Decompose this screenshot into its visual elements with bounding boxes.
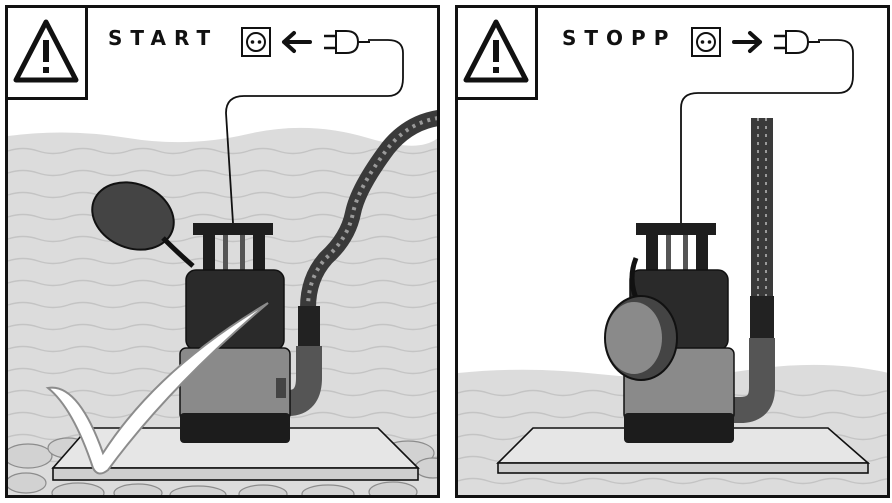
start-power-indicator (240, 26, 380, 60)
power-plug-icon (774, 31, 820, 53)
warning-triangle-icon (8, 8, 85, 97)
hose (730, 118, 774, 410)
warning-box (458, 8, 538, 100)
power-socket-icon (242, 28, 270, 56)
start-panel: START (5, 5, 440, 498)
stop-label: STOPP (562, 26, 676, 50)
warning-triangle-icon (458, 8, 535, 97)
arrow-right-icon (734, 33, 760, 51)
stop-panel: STOPP (455, 5, 890, 498)
stop-power-indicator (690, 26, 830, 60)
arrow-left-icon (284, 33, 310, 51)
power-socket-icon (692, 28, 720, 56)
power-plug-icon (324, 31, 370, 53)
start-label: START (108, 26, 218, 50)
warning-box (8, 8, 88, 100)
